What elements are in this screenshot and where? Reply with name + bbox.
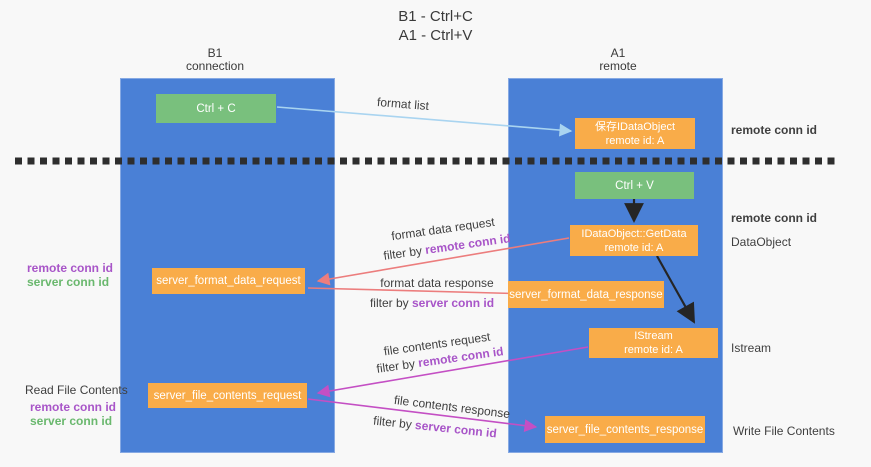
- left-column-role: connection: [185, 59, 245, 73]
- ctrl-v-box: Ctrl + V: [575, 172, 694, 199]
- save-dataobject-box: 保存IDataObject remote id: A: [575, 118, 695, 149]
- save-dataobject-line1: 保存IDataObject: [594, 120, 676, 133]
- title-line-2: A1 - Ctrl+V: [398, 27, 473, 44]
- ctrl-v-label: Ctrl + V: [615, 179, 654, 192]
- remote-conn-id-label-top: remote conn id: [731, 123, 818, 137]
- format-data-response-label: format data response: [380, 276, 494, 290]
- server-conn-id-label-left2: server conn id: [30, 414, 113, 428]
- file-response-filter-label: filter by server conn id: [373, 414, 498, 441]
- filter-by-text: filter by: [382, 243, 427, 263]
- server-conn-id-text: server conn id: [411, 296, 495, 310]
- filter-by-text: filter by: [375, 356, 420, 376]
- format-response-filter-label: filter by server conn id: [370, 296, 494, 310]
- getdata-line2: remote id: A: [604, 241, 664, 254]
- save-dataobject-line2: remote id: A: [605, 134, 665, 147]
- right-column-header: A1 remote: [548, 47, 688, 73]
- server-format-data-request-label: server_format_data_request: [156, 275, 301, 287]
- server-file-contents-request-label: server_file_contents_request: [153, 389, 302, 402]
- diagram-title: B1 - Ctrl+C A1 - Ctrl+V: [0, 7, 871, 45]
- server-conn-id-text: server conn id: [414, 417, 498, 441]
- server-format-data-response-box: server_format_data_response: [508, 281, 664, 308]
- title-line-1: B1 - Ctrl+C: [398, 8, 473, 25]
- istream-line2: remote id: A: [624, 344, 683, 356]
- remote-conn-id-label-mid: remote conn id: [731, 211, 818, 225]
- left-conn-id-pair-top: remote conn id server conn id: [27, 261, 113, 289]
- getdata-box: IDataObject::GetData remote id: A: [570, 225, 698, 256]
- read-file-contents-label: Read File Contents: [25, 383, 128, 397]
- left-column-header: B1 connection: [145, 47, 285, 73]
- server-file-contents-request-box: server_file_contents_request: [148, 383, 307, 408]
- server-file-contents-response-label: server_file_contents_response: [546, 423, 704, 436]
- server-format-data-response-label: server_format_data_response: [509, 288, 663, 301]
- format-list-label: format list: [376, 94, 430, 114]
- server-format-data-request-box: server_format_data_request: [152, 268, 305, 294]
- istream-side-label: Istream: [731, 341, 772, 355]
- server-conn-id-label-left: server conn id: [27, 275, 110, 289]
- istream-line1: IStream: [634, 330, 673, 342]
- remote-conn-id-label-left2: remote conn id: [30, 400, 117, 414]
- remote-conn-id-label-left: remote conn id: [27, 261, 114, 275]
- ctrl-c-box: Ctrl + C: [156, 94, 276, 123]
- filter-by-text: filter by: [372, 413, 416, 432]
- server-file-contents-response-box: server_file_contents_response: [545, 416, 705, 443]
- right-column-name: A1: [610, 46, 626, 60]
- write-file-contents-label: Write File Contents: [733, 424, 835, 438]
- ctrl-c-label: Ctrl + C: [196, 102, 236, 115]
- left-conn-id-pair-bottom: remote conn id server conn id: [30, 400, 116, 428]
- dataobject-label: DataObject: [731, 235, 792, 249]
- istream-box: IStream remote id: A: [589, 328, 718, 358]
- filter-by-text: filter by: [369, 296, 412, 310]
- getdata-line1: IDataObject::GetData: [581, 227, 687, 240]
- right-column-role: remote: [599, 59, 637, 73]
- left-column-name: B1: [207, 46, 223, 60]
